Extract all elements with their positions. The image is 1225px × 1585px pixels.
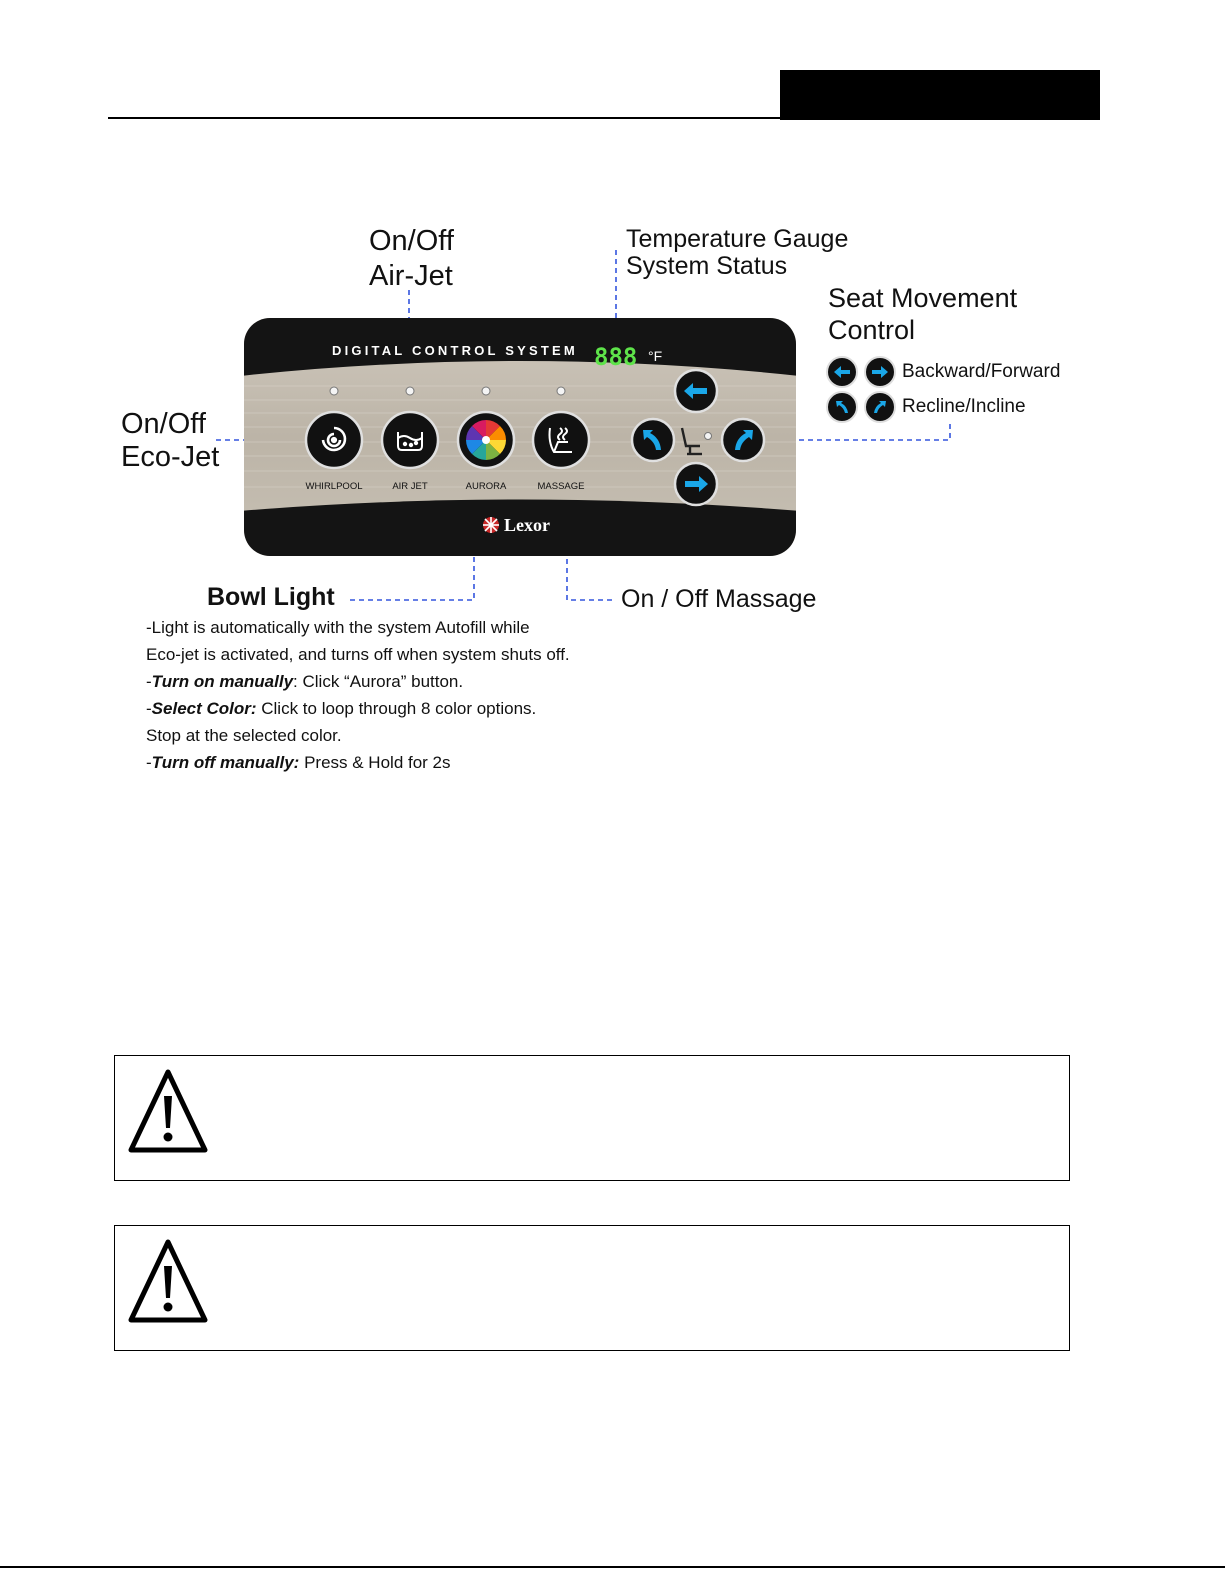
warning-triangle-icon	[127, 1238, 209, 1324]
seat-recline-button[interactable]	[632, 419, 674, 461]
seat-movement-callout: Seat Movement Control	[828, 283, 1017, 347]
seat-led	[705, 433, 712, 440]
eco-jet-callout-line2: Eco-Jet	[121, 441, 219, 474]
massage-button[interactable]	[533, 412, 589, 468]
lexor-logo: Lexor	[483, 515, 550, 535]
legend-recline-incline-label: Recline/Incline	[902, 396, 1026, 418]
seat-callout-line1: Seat Movement	[828, 283, 1017, 315]
whirlpool-led	[330, 387, 338, 395]
eco-jet-callout-line1: On/Off	[121, 408, 219, 441]
note-line-4-text: Click to loop through 8 color options.	[257, 699, 537, 718]
note-line-6-text: Press & Hold for 2s	[299, 753, 450, 772]
bowl-light-callout: Bowl Light	[207, 582, 335, 613]
note-line-1: -Light is automatically with the system …	[146, 614, 570, 641]
air-jet-led	[406, 387, 414, 395]
note-line-6: -Turn off manually: Press & Hold for 2s	[146, 749, 570, 776]
massage-led	[557, 387, 565, 395]
whirlpool-label: WHIRLPOOL	[305, 481, 362, 492]
recline-icon	[826, 391, 858, 423]
aurora-led	[482, 387, 490, 395]
seat-forward-button[interactable]	[675, 463, 717, 505]
incline-icon	[864, 391, 896, 423]
note-line-6-emphasis: Turn off manually:	[152, 753, 300, 772]
air-jet-callout-line1: On/Off	[369, 224, 454, 259]
air-jet-callout-line2: Air-Jet	[369, 259, 454, 294]
footer-rule	[0, 1566, 1225, 1568]
note-line-5: Stop at the selected color.	[146, 722, 570, 749]
air-jet-label: AIR JET	[392, 481, 428, 492]
seat-backward-button[interactable]	[675, 370, 717, 412]
temperature-callout: Temperature Gauge System Status	[626, 226, 848, 280]
massage-label: MASSAGE	[538, 481, 585, 492]
warning-box-2	[114, 1225, 1070, 1351]
aurora-color-wheel-icon	[466, 420, 506, 460]
note-line-3-text: : Click “Aurora” button.	[293, 672, 463, 691]
bowl-light-notes: -Light is automatically with the system …	[146, 614, 570, 776]
note-line-4: -Select Color: Click to loop through 8 c…	[146, 695, 570, 722]
legend-recline-incline: Recline/Incline	[826, 391, 1026, 423]
air-jet-button[interactable]	[382, 412, 438, 468]
note-line-2: Eco-jet is activated, and turns off when…	[146, 641, 570, 668]
seat-callout-line2: Control	[828, 315, 1017, 347]
note-line-3-emphasis: Turn on manually	[152, 672, 293, 691]
temperature-callout-line2: System Status	[626, 253, 848, 280]
aurora-label: AURORA	[466, 481, 507, 492]
seat-incline-button[interactable]	[722, 419, 764, 461]
aurora-button[interactable]	[458, 412, 514, 468]
temperature-unit: °F	[648, 348, 662, 364]
temperature-display: 888	[594, 343, 637, 371]
warning-triangle-icon	[127, 1068, 209, 1154]
note-line-3: -Turn on manually: Click “Aurora” button…	[146, 668, 570, 695]
legend-backward-forward: Backward/Forward	[826, 356, 1060, 388]
air-jet-callout: On/Off Air-Jet	[369, 224, 454, 295]
eco-jet-callout: On/Off Eco-Jet	[121, 408, 219, 475]
whirlpool-button[interactable]	[306, 412, 362, 468]
note-line-4-emphasis: Select Color:	[152, 699, 257, 718]
arrow-left-icon	[826, 356, 858, 388]
panel-title: DIGITAL CONTROL SYSTEM	[332, 343, 578, 358]
temperature-callout-line1: Temperature Gauge	[626, 226, 848, 253]
legend-backward-forward-label: Backward/Forward	[902, 361, 1060, 383]
massage-callout: On / Off Massage	[621, 584, 816, 615]
arrow-right-icon	[864, 356, 896, 388]
brand-name: Lexor	[504, 515, 550, 535]
control-panel: DIGITAL CONTROL SYSTEM 888 °F	[240, 316, 800, 558]
warning-box-1	[114, 1055, 1070, 1181]
